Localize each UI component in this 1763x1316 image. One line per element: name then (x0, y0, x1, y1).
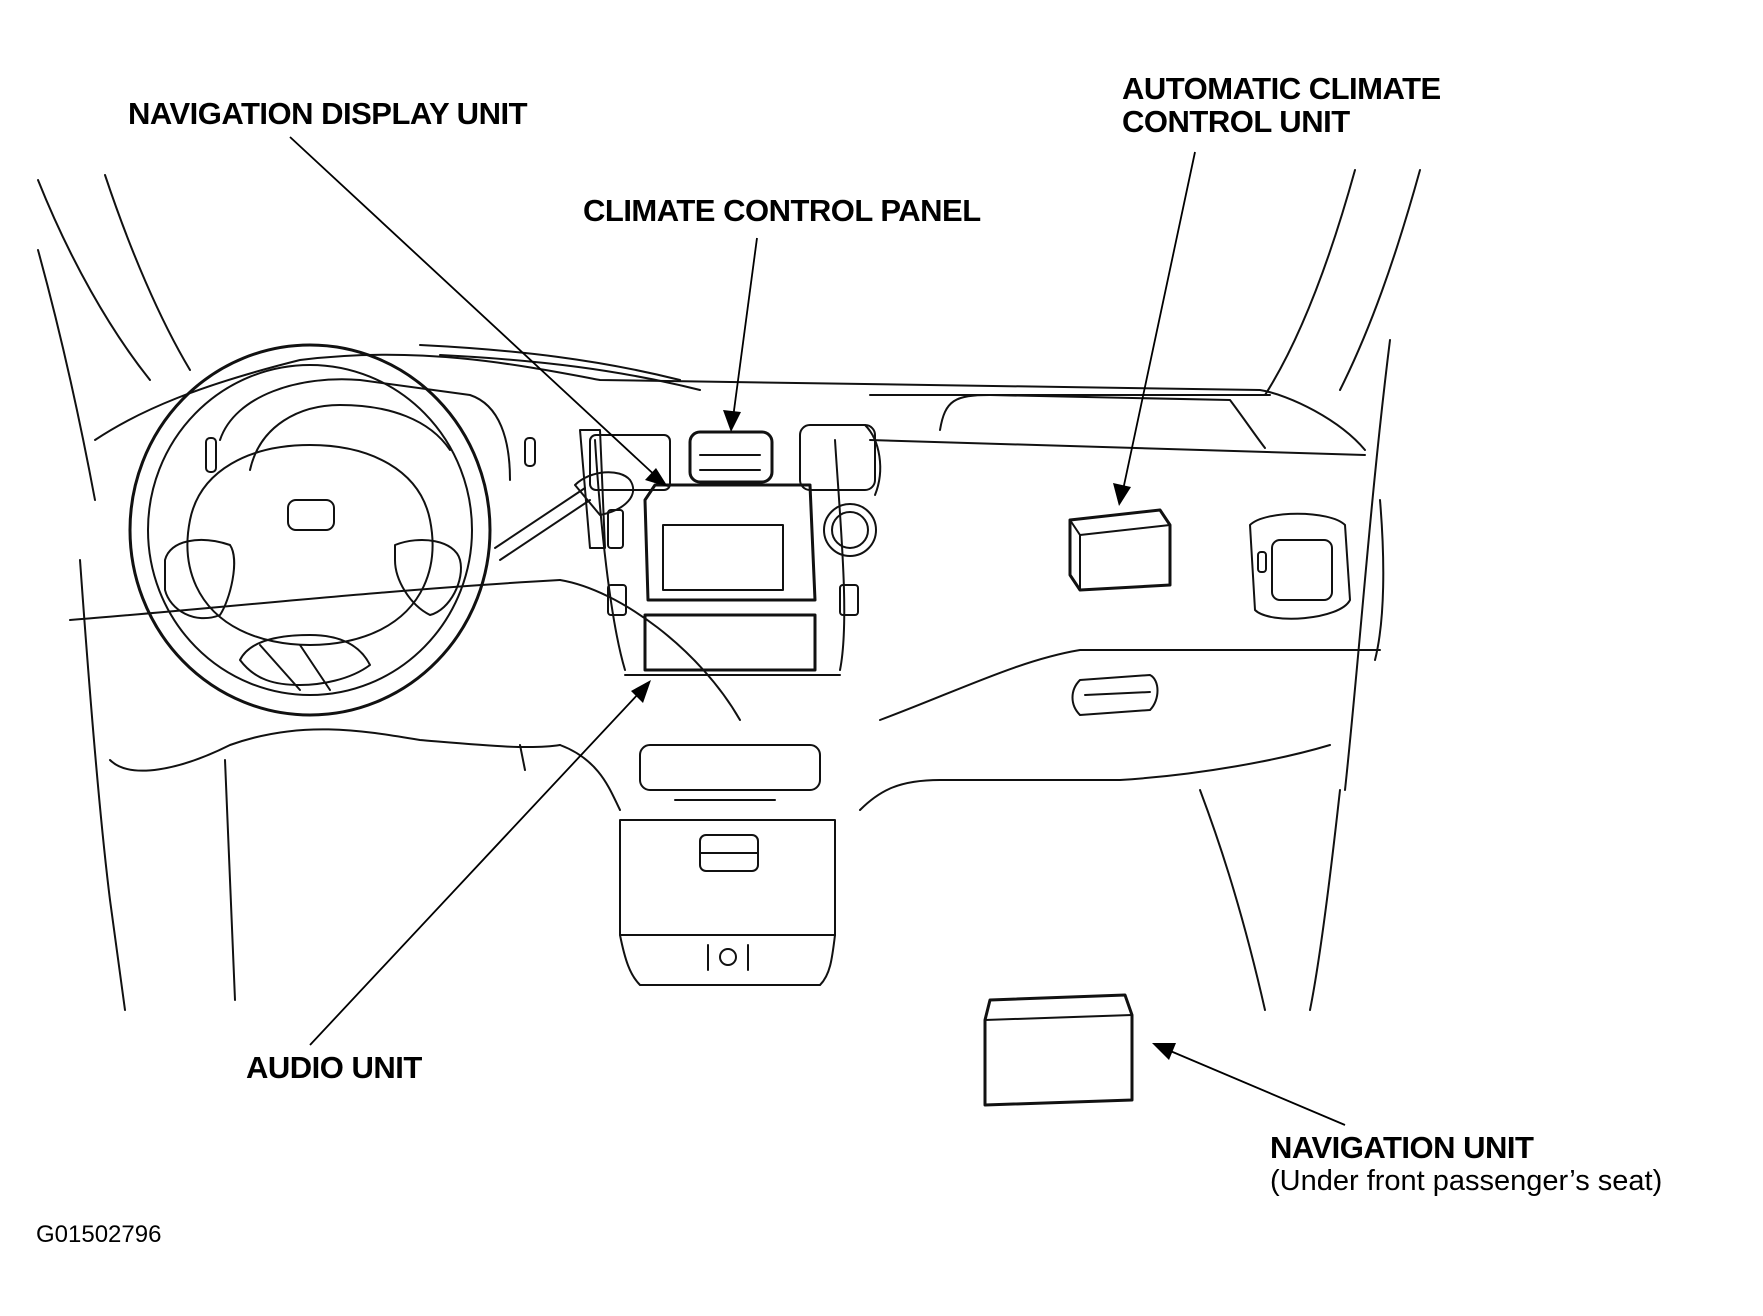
leader-lines (289, 136, 1346, 1126)
leader-audio-unit (309, 691, 641, 1046)
arrow-audio-unit (631, 680, 651, 703)
passenger-vent (1249, 512, 1351, 620)
right-a-pillar (1264, 169, 1421, 1011)
figure-code: G01502796 (36, 1221, 162, 1248)
automatic-climate-control-unit (1068, 508, 1172, 592)
label-automatic-climate-control-line2: CONTROL UNIT (1122, 104, 1350, 139)
dashboard-body (69, 344, 1385, 1011)
label-audio-unit: AUDIO UNIT (246, 1050, 422, 1085)
label-navigation-unit-location: (Under front passenger’s seat) (1270, 1165, 1663, 1197)
wiper-stalk (494, 471, 635, 561)
arrow-navigation-unit (1152, 1043, 1176, 1060)
label-automatic-climate-control-line1: AUTOMATIC CLIMATE (1122, 71, 1441, 106)
label-climate-control-panel: CLIMATE CONTROL PANEL (583, 193, 981, 228)
leader-navigation-display-unit (289, 136, 661, 481)
leader-climate-control-panel (732, 237, 758, 419)
left-a-pillar (37, 174, 191, 1011)
center-stack (579, 424, 882, 986)
navigation-unit-box (983, 993, 1134, 1107)
label-navigation-display-unit: NAVIGATION DISPLAY UNIT (128, 96, 528, 131)
arrow-climate-control-panel (723, 410, 741, 432)
glovebox-handle (1071, 674, 1159, 716)
instrument-cluster (205, 378, 536, 481)
steering-wheel (128, 343, 492, 717)
leader-automatic-climate-control-unit (1122, 151, 1196, 491)
label-navigation-unit: NAVIGATION UNIT (1270, 1130, 1534, 1165)
arrow-navigation-display-unit (645, 468, 668, 487)
leader-navigation-unit (1167, 1049, 1346, 1126)
arrow-automatic-climate-control-unit (1113, 483, 1131, 506)
